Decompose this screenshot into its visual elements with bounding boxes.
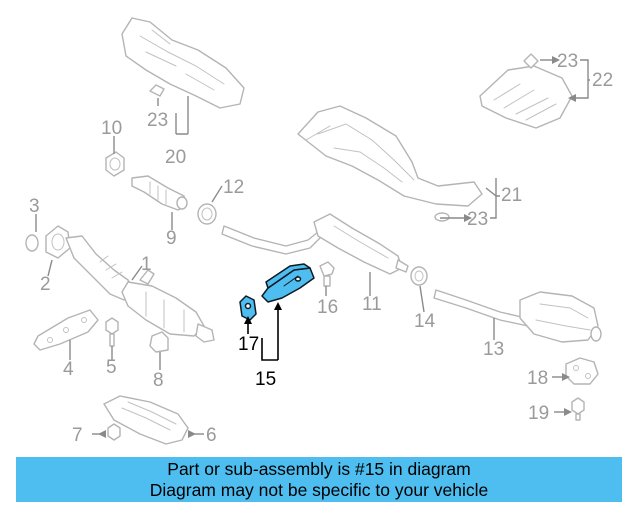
part-4-bracket[interactable]: [33, 309, 99, 351]
callout-23-c: 23: [467, 209, 488, 230]
callout-23-b: 23: [557, 51, 578, 72]
part-1-catalytic-converter[interactable]: [65, 235, 215, 343]
part-23-grommet-b[interactable]: [523, 53, 539, 69]
part-10-bushing[interactable]: [105, 151, 125, 177]
part-22-rear-heat-shield[interactable]: [479, 65, 573, 129]
part-15-bracket-top: [265, 263, 311, 289]
callout-19: 19: [528, 403, 549, 424]
leader-lines-highlighted: [244, 302, 282, 361]
callout-15: 15: [255, 369, 276, 390]
callout-14: 14: [414, 311, 436, 332]
callout-16: 16: [317, 297, 338, 318]
info-banner: Part or sub-assembly is #15 in diagram D…: [16, 457, 622, 502]
callout-2: 2: [40, 274, 51, 295]
part-5-bolt[interactable]: [105, 317, 119, 347]
callout-18: 18: [527, 368, 548, 389]
part-23-grommet-a[interactable]: [149, 84, 165, 97]
part-17-rubber-mount[interactable]: [239, 295, 257, 321]
callout-20: 20: [165, 147, 186, 168]
part-6-heat-shield[interactable]: [103, 395, 189, 445]
callout-6: 6: [206, 425, 217, 446]
part-12-clamp[interactable]: [197, 203, 217, 225]
callout-7: 7: [72, 425, 83, 446]
callout-22: 22: [592, 70, 613, 91]
callout-4: 4: [63, 359, 74, 380]
part-2-flange-gasket[interactable]: [45, 225, 71, 259]
callout-8: 8: [153, 370, 164, 391]
callout-21: 21: [501, 185, 522, 206]
part-8-clip[interactable]: [149, 331, 169, 353]
banner-line-part: Part or sub-assembly is #15 in diagram: [167, 459, 471, 479]
part-23-grommet-c[interactable]: [434, 212, 450, 222]
part-7-bolt[interactable]: [107, 423, 121, 441]
banner-line-disclaimer: Diagram may not be specific to your vehi…: [149, 480, 489, 500]
part-15-assembly[interactable]: [261, 263, 315, 303]
part-19-bolt[interactable]: [571, 397, 585, 421]
callout-13: 13: [483, 339, 504, 360]
callout-12: 12: [223, 177, 244, 198]
arrowheads: [98, 56, 576, 438]
part-18-hanger-bracket[interactable]: [565, 357, 599, 385]
callout-3: 3: [29, 196, 40, 217]
callout-labels: 1 2 3 4 5 6 7 8 9 10 11 12 13 14 16 18 1…: [29, 51, 613, 446]
part-15-bracket-hole: [294, 276, 302, 282]
exhaust-parts-diagram: 1 2 3 4 5 6 7 8 9 10 11 12 13 14 16 18 1…: [25, 17, 613, 446]
part-3-gasket[interactable]: [25, 234, 39, 252]
part-11-intermediate-pipe[interactable]: [221, 213, 409, 275]
part-9-front-pipe[interactable]: [131, 175, 188, 211]
callout-10: 10: [101, 118, 122, 139]
callout-23-a: 23: [147, 110, 168, 131]
part-14-clamp[interactable]: [410, 266, 428, 286]
callout-17: 17: [238, 334, 259, 355]
callout-1: 1: [141, 254, 152, 275]
part-21-tunnel-heat-shield[interactable]: [297, 105, 483, 207]
callout-11: 11: [362, 294, 382, 315]
part-20-heat-shield[interactable]: [121, 17, 245, 109]
part-13-rear-muffler[interactable]: [433, 289, 602, 343]
callout-9: 9: [166, 228, 177, 249]
callout-5: 5: [106, 357, 117, 378]
part-16-stud[interactable]: [319, 261, 335, 287]
